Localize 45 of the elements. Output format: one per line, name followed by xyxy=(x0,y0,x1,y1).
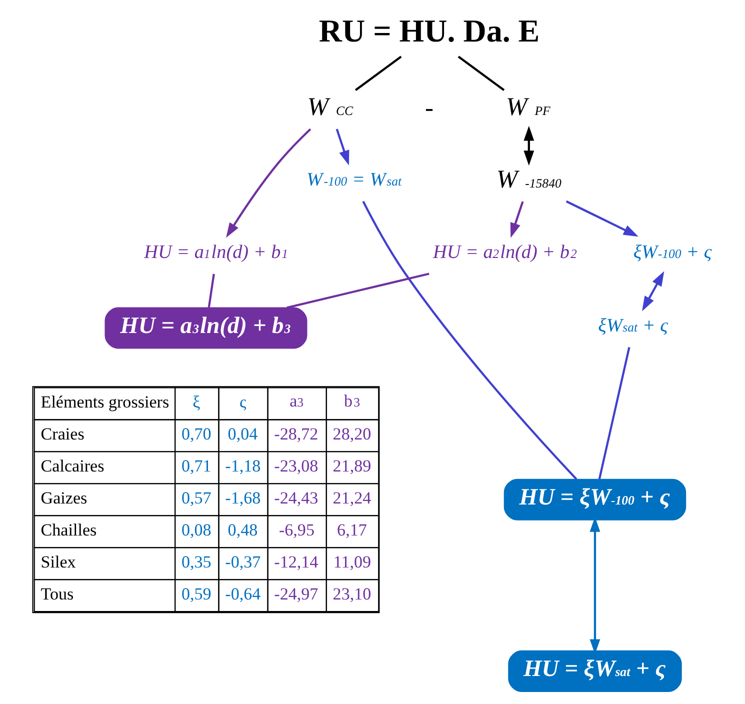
label: 0,04 xyxy=(228,424,258,444)
label: 6,17 xyxy=(337,520,367,540)
node-text: HU = a1ln(d) + b1 xyxy=(144,242,288,264)
label: Craies xyxy=(40,424,84,444)
label: -0,64 xyxy=(225,584,261,604)
label: Tous xyxy=(40,584,74,604)
label: Eléments grossiers xyxy=(40,392,170,412)
label: Gaizes xyxy=(40,488,88,508)
node-text: ξWsat + ς xyxy=(598,316,668,337)
label: -6,95 xyxy=(278,520,314,540)
label: 28,20 xyxy=(332,424,372,444)
label: -1,68 xyxy=(225,488,261,508)
node-text: W -15840 xyxy=(496,164,562,194)
label: 11,09 xyxy=(333,552,372,572)
label: -23,08 xyxy=(274,456,318,476)
node-text: W-100 = Wsat xyxy=(306,170,402,191)
label: - xyxy=(424,93,434,122)
label: 0,71 xyxy=(181,456,212,476)
node-text: HU = a2ln(d) + b2 xyxy=(432,242,577,264)
label: -12,14 xyxy=(274,552,318,572)
label: a3 xyxy=(290,392,304,411)
label: 0,59 xyxy=(181,584,212,604)
label: -1,18 xyxy=(225,456,261,476)
label: Chailles xyxy=(40,520,97,540)
label: 0,70 xyxy=(181,424,212,444)
node-text: W CC xyxy=(307,92,354,122)
label: -28,72 xyxy=(274,424,318,444)
node-text: ξW-100 + ς xyxy=(633,242,712,264)
label: 0,57 xyxy=(181,488,212,508)
label: 21,24 xyxy=(332,488,372,508)
label: 0,08 xyxy=(181,520,212,540)
label: 23,10 xyxy=(332,584,372,604)
label: 0,48 xyxy=(228,520,258,540)
label: -24,97 xyxy=(274,584,318,604)
node-text: RU = HU. Da. E xyxy=(318,13,540,48)
label: Silex xyxy=(40,552,76,572)
label: 21,89 xyxy=(332,456,372,476)
label: b3 xyxy=(344,392,360,411)
label: -24,43 xyxy=(274,488,318,508)
label: -0,37 xyxy=(225,552,261,572)
label: ς xyxy=(240,392,246,412)
label: ξ xyxy=(192,392,200,412)
label: 0,35 xyxy=(181,552,212,572)
node-text: W PF xyxy=(506,92,550,122)
label: Calcaires xyxy=(40,456,104,476)
